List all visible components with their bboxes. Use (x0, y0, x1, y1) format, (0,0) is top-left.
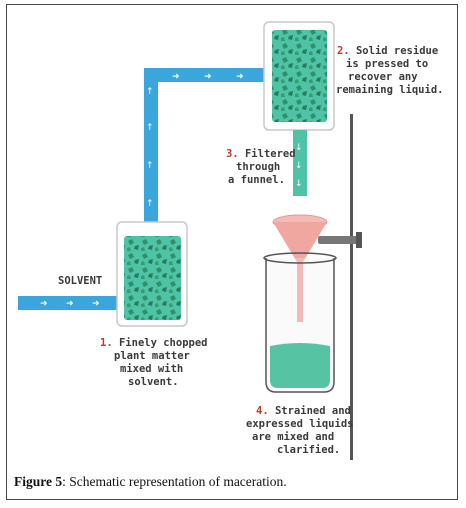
step-1-label: 1. Finely chopped plant matter mixed wit… (100, 337, 208, 388)
maceration-diagram: ➜ ➜ ➜ SOLVENT ↑ ↑ ↑ ↑ ➜ ➜ ➜ ↓ ↓ ↓ (18, 21, 443, 460)
svg-text:is pressed to: is pressed to (346, 58, 428, 70)
ring-stand (318, 114, 362, 460)
figure-caption: Figure 5: Schematic representation of ma… (14, 474, 287, 490)
svg-text:a funnel.: a funnel. (228, 174, 285, 186)
figure-label: Figure 5 (14, 474, 63, 489)
svg-text:↑: ↑ (146, 123, 154, 133)
svg-text:expressed liquids: expressed liquids (246, 418, 353, 430)
svg-text:mixed with: mixed with (120, 363, 183, 375)
svg-text:➜: ➜ (236, 72, 244, 82)
svg-text:4. Strained and: 4. Strained and (256, 405, 351, 417)
svg-text:↑: ↑ (146, 199, 154, 209)
solvent-label: SOLVENT (58, 275, 102, 287)
svg-text:↓: ↓ (295, 161, 303, 171)
caption-text: : Schematic representation of maceration… (62, 474, 287, 489)
mixing-jar (116, 221, 188, 327)
svg-text:2. Solid residue: 2. Solid residue (337, 45, 438, 57)
collection-beaker (263, 252, 337, 393)
svg-text:↓: ↓ (295, 143, 303, 153)
step-3-label: 3. Filtered through a funnel. (226, 148, 296, 186)
step-4-label: 4. Strained and expressed liquids are mi… (246, 405, 353, 456)
svg-text:recover any: recover any (348, 71, 418, 83)
svg-text:↑: ↑ (146, 161, 154, 171)
svg-text:1. Finely chopped: 1. Finely chopped (100, 337, 208, 349)
svg-text:➜: ➜ (204, 72, 212, 82)
svg-text:clarified.: clarified. (277, 444, 340, 456)
svg-text:➜: ➜ (40, 299, 48, 309)
step-2-label: 2. Solid residue is pressed to recover a… (336, 45, 443, 96)
svg-text:➜: ➜ (92, 299, 100, 309)
svg-text:➜: ➜ (66, 299, 74, 309)
transfer-pipe: ↑ ↑ ↑ ↑ ➜ ➜ ➜ (144, 68, 270, 224)
svg-text:through: through (236, 161, 280, 173)
svg-text:remaining liquid.: remaining liquid. (336, 84, 443, 96)
svg-text:➜: ➜ (172, 72, 180, 82)
filter-pipe: ↓ ↓ ↓ (293, 130, 307, 196)
svg-text:↓: ↓ (295, 179, 303, 189)
svg-text:plant matter: plant matter (114, 350, 190, 362)
solvent-pipe: ➜ ➜ ➜ (18, 296, 124, 310)
press-jar (263, 21, 335, 131)
svg-text:solvent.: solvent. (128, 376, 179, 388)
funnel (272, 214, 328, 322)
svg-text:3. Filtered: 3. Filtered (226, 148, 296, 160)
svg-text:are mixed and: are mixed and (252, 431, 334, 443)
svg-text:↑: ↑ (146, 87, 154, 97)
figure-frame (6, 4, 458, 500)
